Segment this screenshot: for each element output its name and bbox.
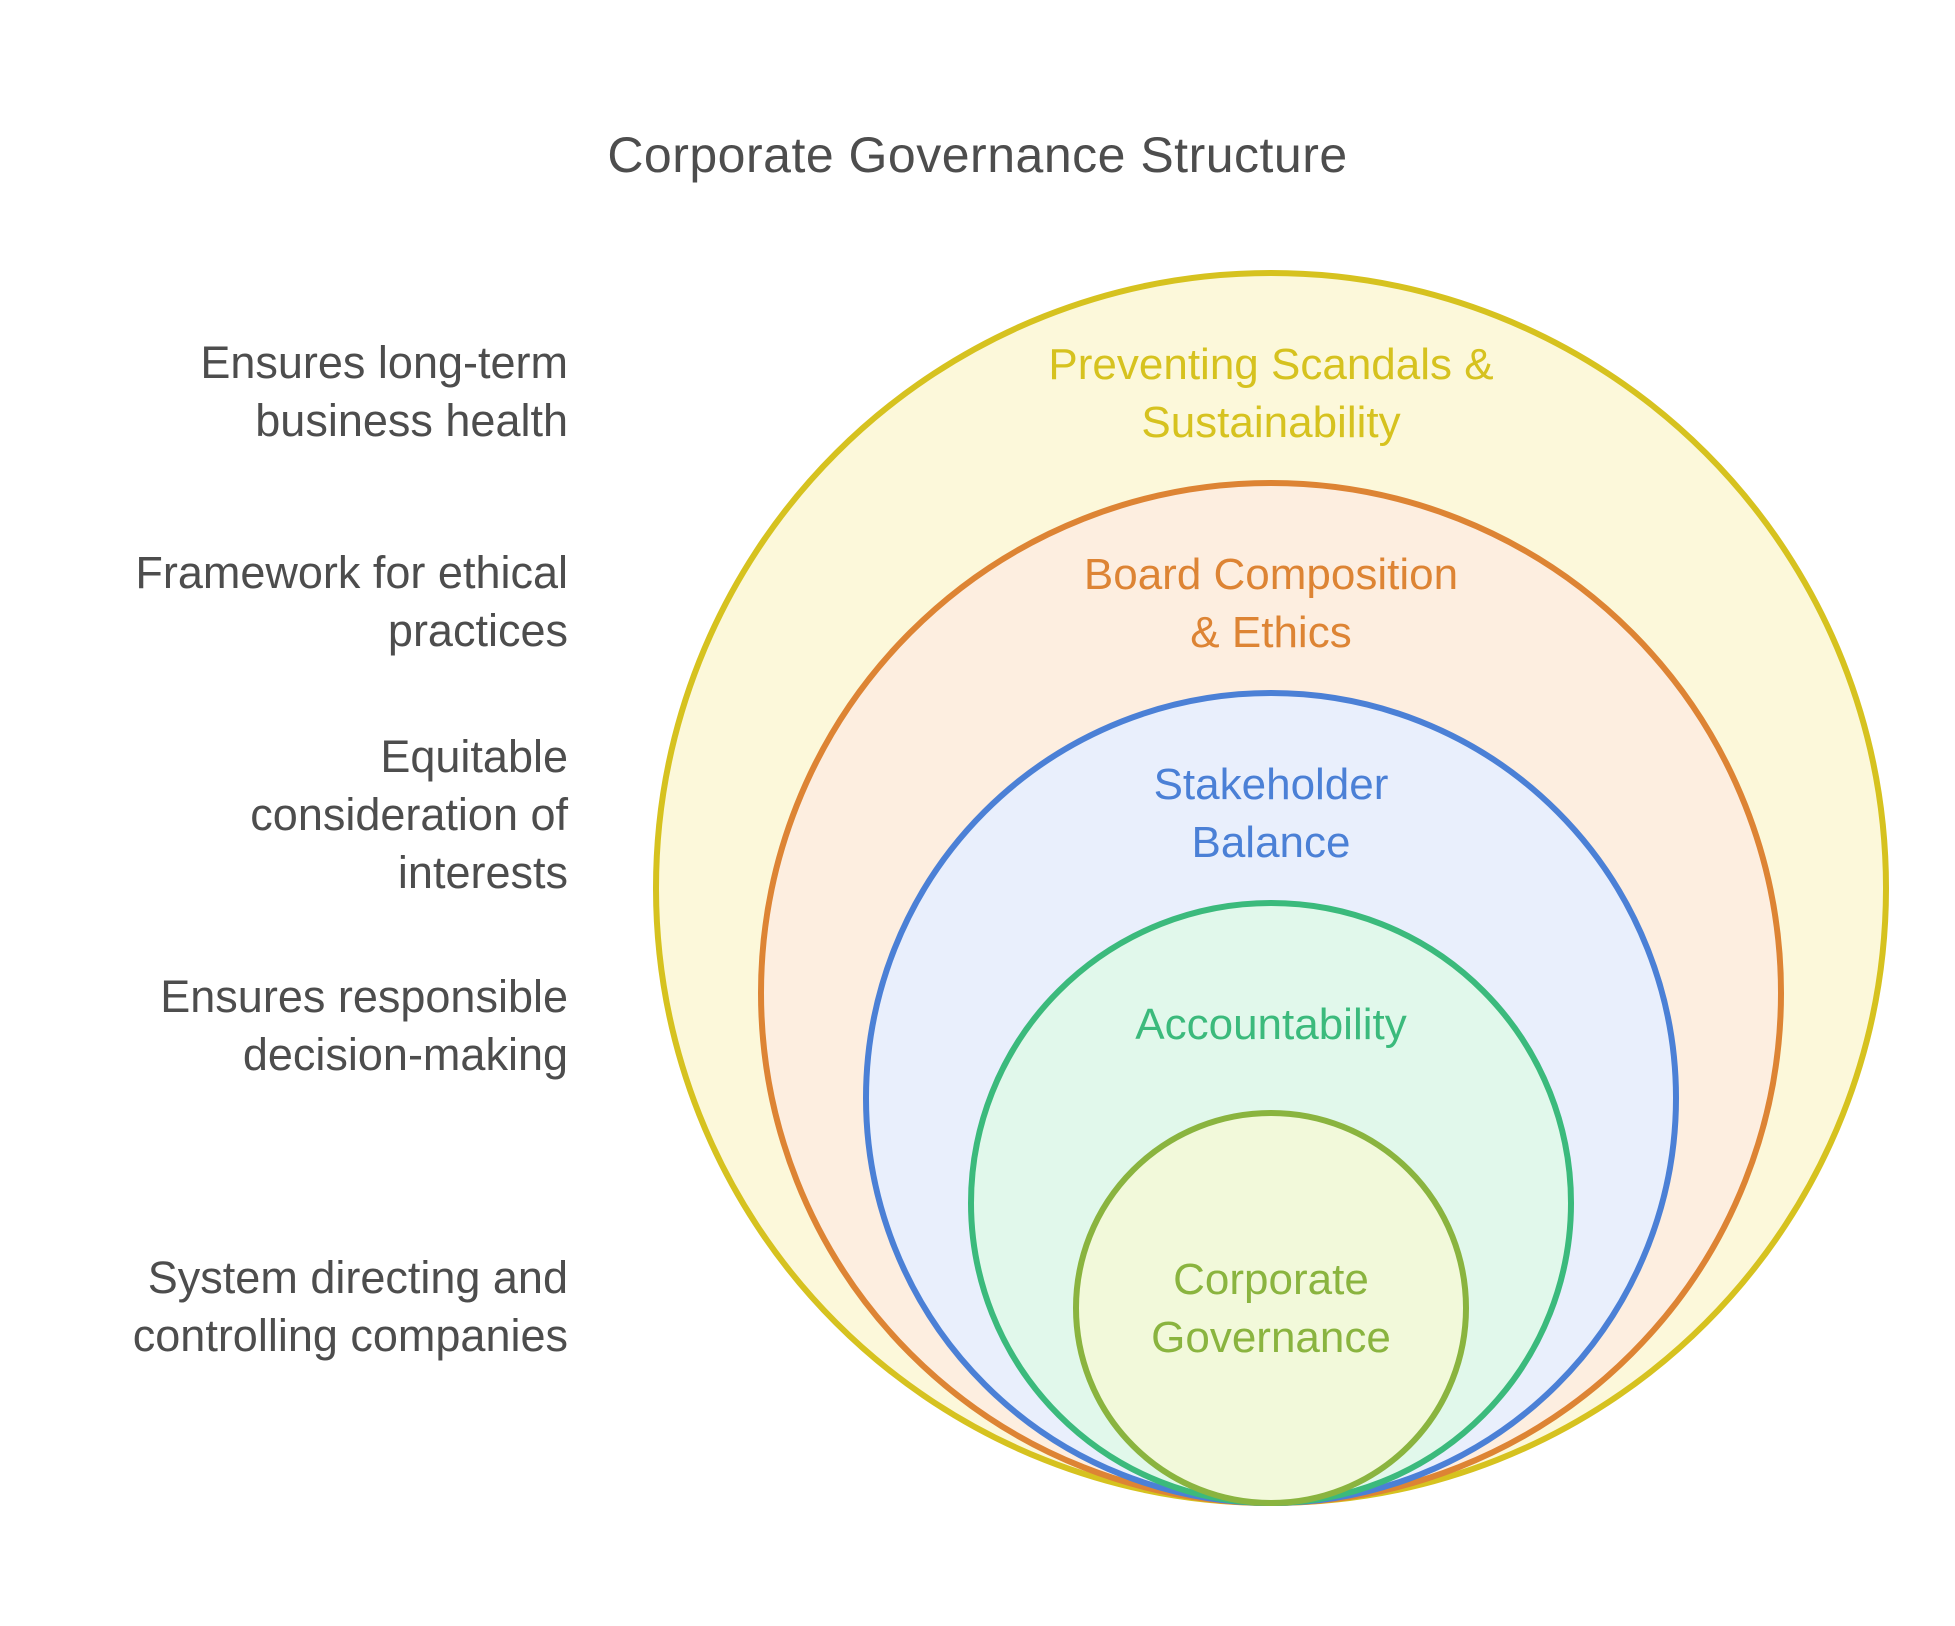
ring-label-line: Accountability — [1135, 1000, 1407, 1049]
annotation-line: controlling companies — [132, 1310, 568, 1361]
annotation-long-term-health: Ensures long-term business health — [0, 334, 568, 450]
annotation-responsible-decisions: Ensures responsible decision-making — [0, 968, 568, 1084]
ring-label-preventing-scandals: Preventing Scandals & Sustainability — [921, 336, 1621, 452]
ring-label-accountability: Accountability — [921, 996, 1621, 1054]
ring-label-line: Board Composition — [1083, 550, 1459, 599]
ring-label-line: Preventing Scandals & — [1048, 340, 1494, 389]
annotation-line: System directing and — [147, 1252, 568, 1303]
annotation-directing-controlling: System directing and controlling compani… — [0, 1249, 568, 1365]
page-title: Corporate Governance Structure — [607, 127, 1348, 183]
ring-label-board-composition: Board Composition & Ethics — [921, 546, 1621, 662]
annotation-line: practices — [387, 605, 568, 656]
annotation-line: Equitable — [380, 731, 568, 782]
ring-label-line: Corporate — [1173, 1255, 1369, 1304]
ring-circle-4 — [1073, 1110, 1469, 1506]
annotation-equitable-consideration: Equitable consideration of interests — [0, 728, 568, 902]
ring-label-corporate-governance: Corporate Governance — [921, 1251, 1621, 1367]
annotation-line: Ensures long-term — [200, 337, 568, 388]
ring-label-line: Governance — [1151, 1313, 1391, 1362]
annotation-line: Framework for ethical — [135, 547, 568, 598]
annotation-line: consideration of — [250, 789, 568, 840]
ring-label-stakeholder-balance: Stakeholder Balance — [921, 756, 1621, 872]
ring-label-line: Sustainability — [1141, 398, 1401, 447]
ring-label-line: Balance — [1191, 818, 1351, 867]
ring-label-line: Stakeholder — [1153, 760, 1389, 809]
ring-label-line: & Ethics — [1190, 608, 1352, 657]
annotation-ethical-framework: Framework for ethical practices — [0, 544, 568, 660]
annotation-line: business health — [255, 395, 568, 446]
annotation-line: interests — [397, 847, 568, 898]
annotation-line: decision-making — [242, 1029, 568, 1080]
annotation-line: Ensures responsible — [160, 971, 568, 1022]
